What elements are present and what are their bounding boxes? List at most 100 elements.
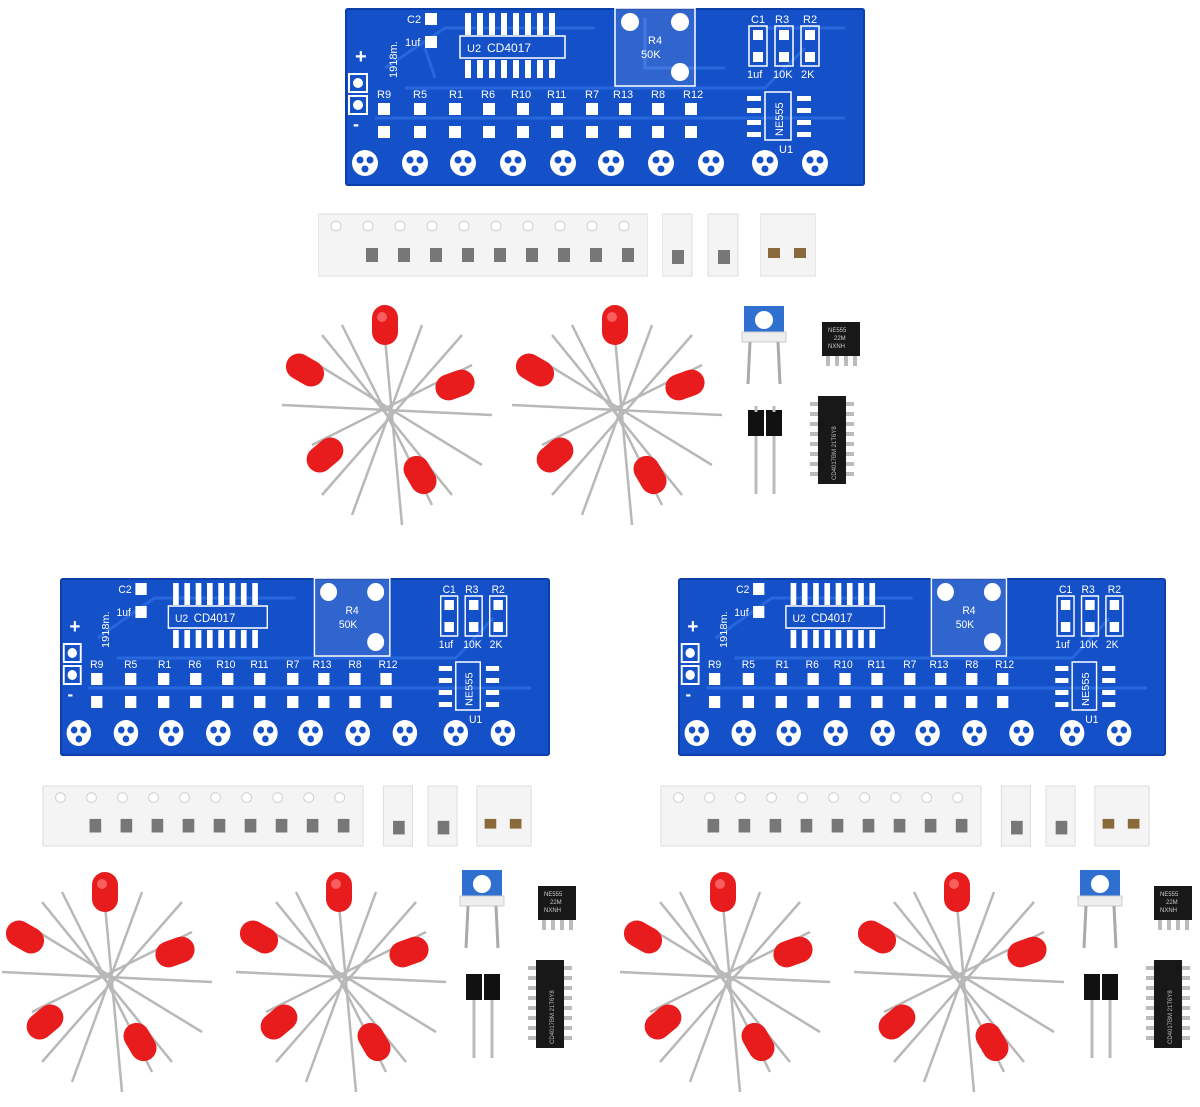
c1-value: 1uf — [439, 639, 453, 651]
minus-label: - — [68, 684, 74, 705]
pcb-silkscreen: + - 1918m. C2 1uf U2 CD4017 R4 50K C1 R3… — [62, 578, 532, 746]
r4-value: 50K — [641, 49, 661, 61]
u1-label: U1 — [1085, 714, 1098, 726]
resistor-label: R12 — [995, 659, 1014, 671]
resistor-label: R7 — [585, 89, 599, 101]
red-led-cluster — [2, 870, 214, 1094]
trimmer-potentiometer — [741, 306, 787, 385]
r3-label: R3 — [465, 584, 478, 596]
c1-label: C1 — [1059, 584, 1072, 596]
ne555-marking: NE555 — [544, 892, 563, 898]
ne555-chip: NE555 22M NXNH — [1154, 886, 1192, 930]
c2-value: 1uf — [117, 607, 131, 619]
c2-label: C2 — [736, 584, 749, 596]
kit-top: + - 1918m. C2 1uf U2 CD4017 — [345, 8, 865, 508]
ne555-marking: 22M — [834, 336, 846, 342]
plus-label: + — [687, 615, 698, 638]
ic-parts-group: NE555 22M NXNH CD4017BM 21T6Y8 — [1074, 864, 1198, 1064]
r2-value: 2K — [801, 69, 815, 81]
resistor-label: R1 — [449, 89, 463, 101]
r2-label: R2 — [1108, 584, 1121, 596]
resistor-label: R7 — [903, 659, 916, 671]
smd-resistor-strip-small — [662, 213, 739, 277]
resistor-label: R13 — [613, 89, 633, 101]
resistor-label: R13 — [930, 659, 949, 671]
pcb-silkscreen: + - 1918m. C2 1uf U2 CD4017 — [348, 8, 845, 176]
resistor-label: R12 — [379, 659, 398, 671]
pcb-silkscreen: + - 1918m. C2 1uf U2 CD4017 R4 50K C1 R3… — [680, 578, 1148, 746]
r3-label: R3 — [775, 14, 789, 26]
resistor-label: R7 — [286, 659, 299, 671]
ne555-marking: NXNH — [828, 344, 845, 350]
cd4017-marking: CD4017BM 21T6Y8 — [1168, 990, 1174, 1044]
resistor-label: R1 — [158, 659, 171, 671]
ne555-marking: NE555 — [1160, 892, 1179, 898]
u1-part: NE555 — [464, 672, 476, 706]
smd-resistor-strip-small — [382, 785, 458, 847]
cd4017-marking: CD4017BM 21T6Y8 — [550, 990, 556, 1044]
board-marking: 1918m. — [388, 41, 400, 78]
resistor-label: R9 — [90, 659, 103, 671]
resistor-label: R10 — [511, 89, 531, 101]
resistor-label: R6 — [806, 659, 819, 671]
minus-label: - — [353, 114, 359, 134]
resistor-label: R5 — [124, 659, 137, 671]
resistor-label: R10 — [216, 659, 235, 671]
resistor-label: R6 — [481, 89, 495, 101]
smd-capacitor-strip — [476, 785, 532, 847]
resistor-label: R12 — [683, 89, 703, 101]
plus-label: + — [355, 46, 367, 68]
c2-label: C2 — [118, 584, 131, 596]
resistor-label: R5 — [413, 89, 427, 101]
u1-part: NE555 — [1080, 672, 1092, 706]
r2-value: 2K — [1106, 639, 1119, 651]
smd-capacitor-strip — [760, 213, 816, 277]
red-led-cluster — [620, 870, 832, 1094]
smd-resistor-reel — [318, 213, 648, 277]
ne555-marking: 22M — [1166, 900, 1178, 906]
kit-bottom-left: + - 1918m. C2 1uf U2 CD4017 R4 50K C1 R3… — [60, 578, 580, 1078]
red-led-cluster — [854, 870, 1066, 1094]
u2-label: U2 — [467, 43, 481, 55]
resistor-label: R9 — [708, 659, 721, 671]
cd4017-chip: CD4017BM 21T6Y8 — [1146, 960, 1190, 1048]
red-led-cluster — [512, 303, 724, 527]
resistor-label: R8 — [965, 659, 978, 671]
r2-value: 2K — [490, 639, 503, 651]
c1-label: C1 — [443, 584, 456, 596]
board-marking: 1918m. — [718, 611, 730, 648]
cd4017-chip: CD4017BM 21T6Y8 — [528, 960, 572, 1048]
pin-header — [466, 974, 500, 1058]
r3-value: 10K — [773, 69, 793, 81]
u2-part: CD4017 — [811, 612, 852, 625]
resistor-label: R6 — [188, 659, 201, 671]
pcb-board: + - 1918m. C2 1uf U2 CD4017 R4 50K C1 R3… — [60, 578, 550, 756]
resistor-label: R13 — [313, 659, 332, 671]
trimmer-potentiometer — [459, 870, 505, 949]
r4-label: R4 — [962, 605, 975, 617]
trimmer-potentiometer — [1077, 870, 1123, 949]
smd-resistor-strip-small — [1000, 785, 1076, 847]
ne555-chip: NE555 22M NXNH — [822, 322, 860, 366]
resistor-label: R11 — [547, 89, 566, 101]
resistor-label: R11 — [250, 659, 268, 671]
ne555-chip: NE555 22M NXNH — [538, 886, 576, 930]
smd-resistor-reel — [660, 785, 982, 847]
resistor-label: R9 — [377, 89, 391, 101]
c2-label: C2 — [407, 14, 421, 26]
kit-bottom-right: + - 1918m. C2 1uf U2 CD4017 R4 50K C1 R3… — [678, 578, 1198, 1078]
resistor-label: R1 — [776, 659, 789, 671]
resistor-label: R11 — [868, 659, 886, 671]
c2-value: 1uf — [734, 607, 748, 619]
ne555-marking: 22M — [550, 900, 562, 906]
r3-label: R3 — [1082, 584, 1095, 596]
r2-label: R2 — [492, 584, 505, 596]
resistor-label: R8 — [348, 659, 361, 671]
u1-label: U1 — [469, 714, 482, 726]
cd4017-marking: CD4017BM 21T6Y8 — [832, 426, 838, 480]
red-led-cluster — [282, 303, 494, 527]
resistor-label: R5 — [742, 659, 755, 671]
r4-value: 50K — [339, 619, 357, 631]
plus-label: + — [69, 616, 80, 639]
pcb-board: + - 1918m. C2 1uf U2 CD4017 — [345, 8, 865, 186]
